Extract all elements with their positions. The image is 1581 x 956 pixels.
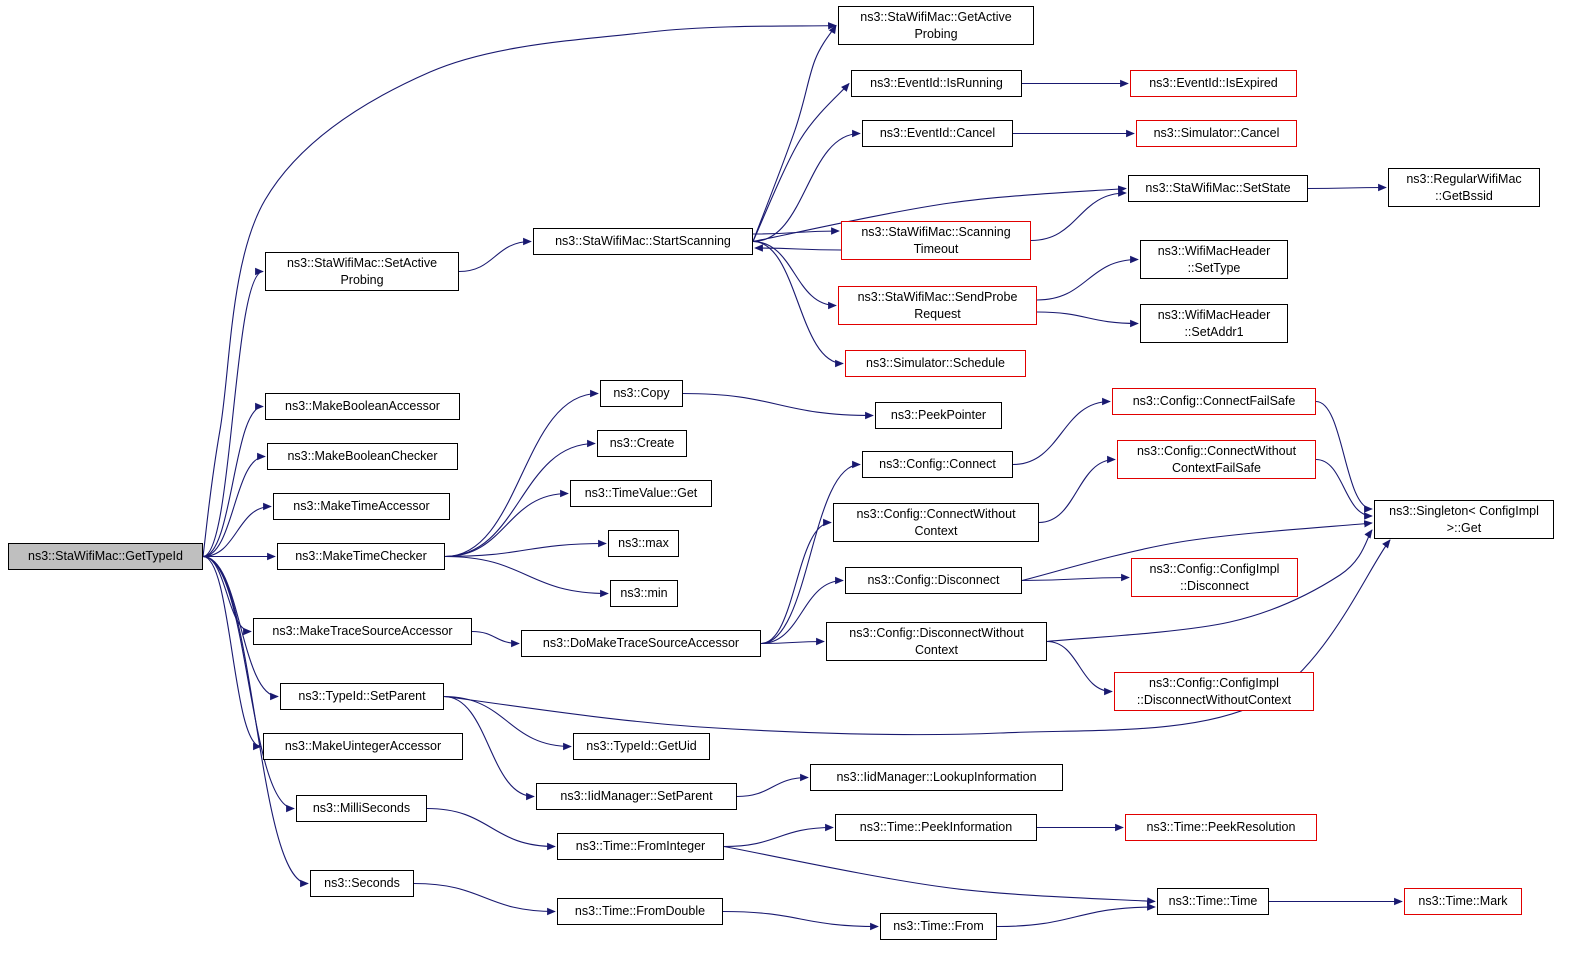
graph-node-max[interactable]: ns3::max <box>608 530 679 557</box>
edge-scanningTimeout-to-setState <box>1030 189 1127 242</box>
edge-sendProbeRequest-to-setAddr1 <box>1036 311 1139 328</box>
graph-node-peekPointer[interactable]: ns3::PeekPointer <box>875 402 1002 429</box>
edge-fromInteger-to-peekInformation <box>723 823 834 848</box>
edge-getTypeId-to-makeBooleanAccessor <box>202 402 264 558</box>
graph-node-typeIdSetParent[interactable]: ns3::TypeId::SetParent <box>280 683 444 710</box>
edge-seconds-to-fromDouble <box>413 882 556 916</box>
graph-node-getActiveProbing[interactable]: ns3::StaWifiMac::GetActive Probing <box>838 6 1034 45</box>
edge-configConnect-to-connectFailSafe <box>1012 397 1111 466</box>
edge-scanningTimeout-to-startScanning <box>754 244 842 252</box>
edge-getTypeId-to-makeTimeAccessor <box>202 502 272 558</box>
graph-node-peekInformation[interactable]: ns3::Time::PeekInformation <box>835 814 1037 841</box>
edge-group <box>202 22 1403 931</box>
graph-node-makeTimeAccessor[interactable]: ns3::MakeTimeAccessor <box>273 493 450 520</box>
graph-node-isRunning[interactable]: ns3::EventId::IsRunning <box>851 70 1022 97</box>
edge-sendProbeRequest-to-setType <box>1036 255 1139 301</box>
edge-configDisconnect-to-singletonGet <box>1021 520 1373 582</box>
graph-node-timeFrom[interactable]: ns3::Time::From <box>880 913 997 940</box>
graph-node-connectWithoutContextFailSafe[interactable]: ns3::Config::ConnectWithout ContextFailS… <box>1117 440 1316 479</box>
graph-node-timeMark[interactable]: ns3::Time::Mark <box>1404 888 1522 915</box>
edge-startScanning-to-isRunning <box>752 82 850 242</box>
edge-startScanning-to-schedule <box>752 240 844 368</box>
graph-node-iidSetParent[interactable]: ns3::IidManager::SetParent <box>536 783 737 810</box>
graph-node-getBssid[interactable]: ns3::RegularWifiMac ::GetBssid <box>1388 168 1540 207</box>
edge-connectWithoutContext-to-connectWithoutContextFailSafe <box>1038 455 1116 524</box>
graph-node-connectFailSafe[interactable]: ns3::Config::ConnectFailSafe <box>1112 388 1316 415</box>
edge-makeTimeChecker-to-copy <box>444 389 599 558</box>
edge-disconnectWithoutContext-to-singletonGet <box>1046 529 1373 643</box>
edge-makeTimeChecker-to-max <box>444 539 607 558</box>
graph-node-makeTimeChecker[interactable]: ns3::MakeTimeChecker <box>277 543 445 570</box>
graph-node-min[interactable]: ns3::min <box>610 580 678 607</box>
graph-node-doMakeTraceSourceAccessor[interactable]: ns3::DoMakeTraceSourceAccessor <box>521 630 761 657</box>
edge-startScanning-to-sendProbeRequest <box>752 240 837 310</box>
graph-node-cancel[interactable]: ns3::EventId::Cancel <box>862 120 1013 147</box>
edge-makeTimeChecker-to-timeValueGet <box>444 489 569 558</box>
graph-node-disconnectWithoutContext[interactable]: ns3::Config::DisconnectWithout Context <box>826 622 1047 661</box>
edge-disconnectWithoutContext-to-configImplDisconnectWithoutContext <box>1046 640 1113 696</box>
edge-startScanning-to-cancel <box>752 129 861 243</box>
graph-node-startScanning[interactable]: ns3::StaWifiMac::StartScanning <box>533 228 753 255</box>
graph-node-lookupInformation[interactable]: ns3::IidManager::LookupInformation <box>810 764 1063 791</box>
graph-node-makeUintegerAccessor[interactable]: ns3::MakeUintegerAccessor <box>263 733 463 760</box>
edge-makeTimeChecker-to-min <box>444 555 609 598</box>
edge-connectWithoutContextFailSafe-to-singletonGet <box>1315 458 1373 520</box>
graph-node-getTypeId[interactable]: ns3::StaWifiMac::GetTypeId <box>8 543 203 570</box>
edge-getTypeId-to-setActiveProbing <box>202 267 264 558</box>
graph-node-peekResolution[interactable]: ns3::Time::PeekResolution <box>1125 814 1317 841</box>
graph-node-setAddr1[interactable]: ns3::WifiMacHeader ::SetAddr1 <box>1140 304 1288 343</box>
graph-node-timeTime[interactable]: ns3::Time::Time <box>1157 888 1269 915</box>
graph-node-getUid[interactable]: ns3::TypeId::GetUid <box>573 733 710 760</box>
edge-getTypeId-to-makeUintegerAccessor <box>202 555 262 751</box>
graph-node-makeTraceSourceAccessor[interactable]: ns3::MakeTraceSourceAccessor <box>253 618 472 645</box>
edge-iidSetParent-to-lookupInformation <box>736 773 809 798</box>
graph-node-singletonGet[interactable]: ns3::Singleton< ConfigImpl >::Get <box>1374 500 1554 539</box>
edge-getTypeId-to-makeBooleanChecker <box>202 452 266 558</box>
edge-getTypeId-to-getActiveProbing <box>202 22 837 557</box>
graph-node-schedule[interactable]: ns3::Simulator::Schedule <box>845 350 1026 377</box>
edge-typeIdSetParent-to-singletonGet <box>443 539 1391 736</box>
graph-node-connectWithoutContext[interactable]: ns3::Config::ConnectWithout Context <box>833 503 1039 542</box>
graph-node-isExpired[interactable]: ns3::EventId::IsExpired <box>1130 70 1297 97</box>
edge-timeFrom-to-timeTime <box>996 903 1156 928</box>
edge-copy-to-peekPointer <box>682 392 874 420</box>
edge-makeTraceSourceAccessor-to-doMakeTraceSourceAccessor <box>471 630 520 648</box>
edge-typeIdSetParent-to-iidSetParent <box>443 695 535 801</box>
edge-startScanning-to-scanningTimeout <box>752 227 840 235</box>
graph-node-milliSeconds[interactable]: ns3::MilliSeconds <box>296 795 427 822</box>
graph-node-fromInteger[interactable]: ns3::Time::FromInteger <box>557 833 724 860</box>
graph-node-setType[interactable]: ns3::WifiMacHeader ::SetType <box>1140 240 1288 279</box>
graph-node-seconds[interactable]: ns3::Seconds <box>310 870 414 897</box>
graph-node-simCancel[interactable]: ns3::Simulator::Cancel <box>1136 120 1297 147</box>
graph-node-timeValueGet[interactable]: ns3::TimeValue::Get <box>570 480 712 507</box>
edge-configDisconnect-to-configImplDisconnect <box>1021 573 1130 582</box>
edge-startScanning-to-getActiveProbing <box>752 24 837 242</box>
graph-node-fromDouble[interactable]: ns3::Time::FromDouble <box>557 898 723 925</box>
graph-node-setState[interactable]: ns3::StaWifiMac::SetState <box>1128 175 1308 202</box>
edge-doMakeTraceSourceAccessor-to-disconnectWithoutContext <box>760 637 825 646</box>
edge-connectFailSafe-to-singletonGet <box>1315 400 1373 513</box>
edge-fromDouble-to-timeFrom <box>722 910 879 931</box>
graph-node-configImplDisconnectWithoutContext[interactable]: ns3::Config::ConfigImpl ::DisconnectWith… <box>1114 672 1314 711</box>
graph-node-configImplDisconnect[interactable]: ns3::Config::ConfigImpl ::Disconnect <box>1131 558 1298 597</box>
edge-fromInteger-to-timeTime <box>723 845 1156 905</box>
edge-doMakeTraceSourceAccessor-to-connectWithoutContext <box>760 518 832 645</box>
graph-node-sendProbeRequest[interactable]: ns3::StaWifiMac::SendProbe Request <box>838 286 1037 325</box>
edge-getTypeId-to-seconds <box>202 555 309 888</box>
edge-makeTimeChecker-to-create <box>444 439 596 558</box>
edge-doMakeTraceSourceAccessor-to-configDisconnect <box>760 576 844 645</box>
graph-node-configDisconnect[interactable]: ns3::Config::Disconnect <box>845 567 1022 594</box>
graph-node-create[interactable]: ns3::Create <box>597 430 687 457</box>
graph-node-scanningTimeout[interactable]: ns3::StaWifiMac::Scanning Timeout <box>841 221 1031 260</box>
edge-setState-to-getBssid <box>1307 183 1387 192</box>
edge-setActiveProbing-to-startScanning <box>458 237 532 273</box>
edge-milliSeconds-to-fromInteger <box>426 807 556 851</box>
graph-node-setActiveProbing[interactable]: ns3::StaWifiMac::SetActive Probing <box>265 252 459 291</box>
graph-node-makeBooleanAccessor[interactable]: ns3::MakeBooleanAccessor <box>265 393 460 420</box>
graph-node-configConnect[interactable]: ns3::Config::Connect <box>862 451 1013 478</box>
edge-doMakeTraceSourceAccessor-to-configConnect <box>760 460 861 645</box>
graph-node-makeBooleanChecker[interactable]: ns3::MakeBooleanChecker <box>267 443 458 470</box>
graph-node-copy[interactable]: ns3::Copy <box>600 380 683 407</box>
